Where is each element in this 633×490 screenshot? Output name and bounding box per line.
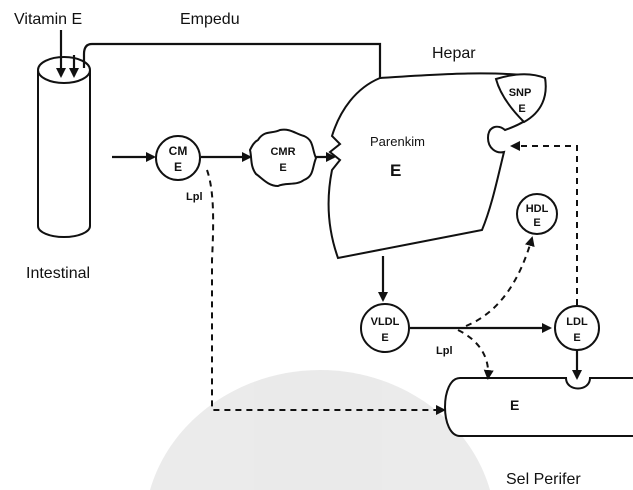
parenkim-label: Parenkim xyxy=(370,134,425,149)
vldl-e-label: E xyxy=(381,332,388,344)
hdl-label: HDL xyxy=(526,203,549,215)
intestinal-label: Intestinal xyxy=(26,265,90,282)
vldl-to-hdl-dashed-arrow xyxy=(466,238,532,326)
parenkim-e-label: E xyxy=(390,161,401,180)
snp-e-label: E xyxy=(518,103,525,115)
lpl-label-2: Lpl xyxy=(436,345,453,357)
empedu-line xyxy=(84,44,380,78)
intestinal-cylinder xyxy=(38,57,90,237)
cm-label: CM xyxy=(169,144,188,158)
vitamin-e-label: Vitamin E xyxy=(14,11,82,28)
hepar-label: Hepar xyxy=(432,45,476,62)
watermark xyxy=(150,370,490,490)
cm-e-label: E xyxy=(174,160,182,174)
hdl-e-label: E xyxy=(533,217,540,229)
empedu-label: Empedu xyxy=(180,11,240,28)
ldl-label: LDL xyxy=(566,316,588,328)
sel-perifer-e-label: E xyxy=(510,397,519,413)
vldl-node xyxy=(361,304,409,352)
vldl-lpl-to-cell-dashed-arrow xyxy=(458,330,488,378)
sel-perifer-label: Sel Perifer xyxy=(506,471,581,488)
snp-label: SNP xyxy=(509,87,532,99)
cmr-label: CMR xyxy=(270,146,295,158)
vldl-label: VLDL xyxy=(371,316,400,328)
lpl-label-1: Lpl xyxy=(186,191,203,203)
sel-perifer-cell xyxy=(445,378,633,436)
cmr-e-label: E xyxy=(279,162,286,174)
ldl-e-label: E xyxy=(573,332,580,344)
